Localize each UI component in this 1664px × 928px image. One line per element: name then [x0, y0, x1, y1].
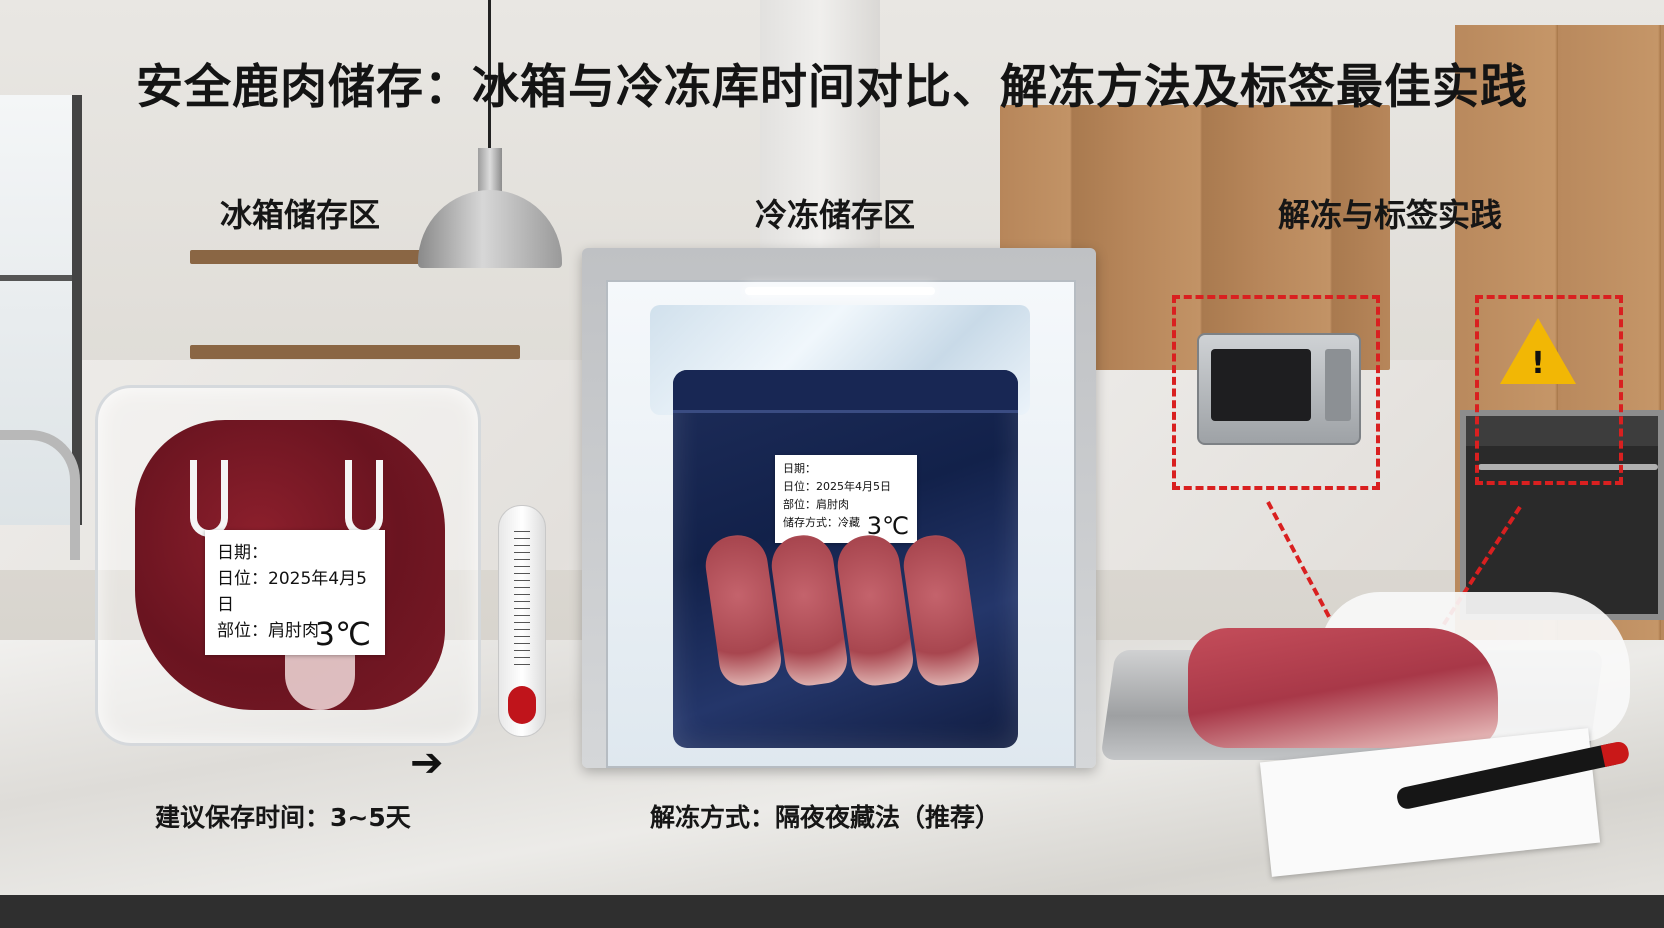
fridge-meat-label: 日期： 日位：2025年4月5日 部位：肩肘肉 3℃: [205, 530, 385, 655]
fridge-storage-note: 建议保存时间：3~5天: [155, 803, 411, 832]
warning-highlight-box: [1475, 295, 1623, 485]
freezer-thaw-note: 解冻方式：隔夜夜藏法（推荐）: [650, 803, 1001, 832]
thermometer-bulb: [508, 686, 536, 724]
wall-oven: [1460, 410, 1664, 620]
label-line: 日期：: [217, 543, 268, 563]
faucet: [0, 430, 80, 560]
wall-shelf: [190, 345, 520, 359]
pendant-lamp-neck: [478, 148, 502, 193]
label-line: 部位：肩肘肉: [217, 621, 319, 641]
microwave-highlight-box: [1172, 295, 1380, 490]
thermometer-scale: [514, 531, 530, 671]
freezer-section-label: 冷冻储存区: [754, 196, 915, 234]
antler-decoration: [190, 460, 228, 537]
fridge-section-label: 冰箱储存区: [219, 196, 380, 234]
thermometer-icon: [498, 505, 546, 737]
page-title: 安全鹿肉储存：冰箱与冷冻库时间对比、解冻方法及标签最佳实践: [136, 60, 1528, 115]
microwave-window: [1211, 349, 1311, 421]
label-temperature: 3℃: [314, 615, 371, 653]
thaw-section-label: 解冻与标签实践: [1277, 196, 1502, 234]
label-line: 日期：: [783, 462, 816, 475]
label-line: 储存方式：冷藏: [783, 516, 860, 529]
label-line: 部位：肩肘肉: [783, 498, 849, 511]
label-temperature: 3℃: [866, 512, 909, 540]
freezer-light: [745, 287, 935, 295]
arrow-right-icon: ➔: [410, 740, 444, 786]
microwave-control-panel: [1325, 349, 1351, 421]
label-line: 日位：2025年4月5日: [783, 480, 891, 493]
warning-icon: [1500, 318, 1576, 384]
thawed-steak: [1188, 628, 1498, 748]
label-line: 日位：2025年4月5日: [217, 569, 367, 615]
microwave-icon: [1197, 333, 1361, 445]
warning-exclamation: !: [1531, 346, 1545, 381]
pendant-lamp-cord: [488, 0, 491, 150]
freezer-meat-label: 日期： 日位：2025年4月5日 部位：肩肘肉 储存方式：冷藏 3℃: [775, 455, 917, 543]
antler-decoration: [345, 460, 383, 537]
counter-base: [0, 895, 1664, 928]
